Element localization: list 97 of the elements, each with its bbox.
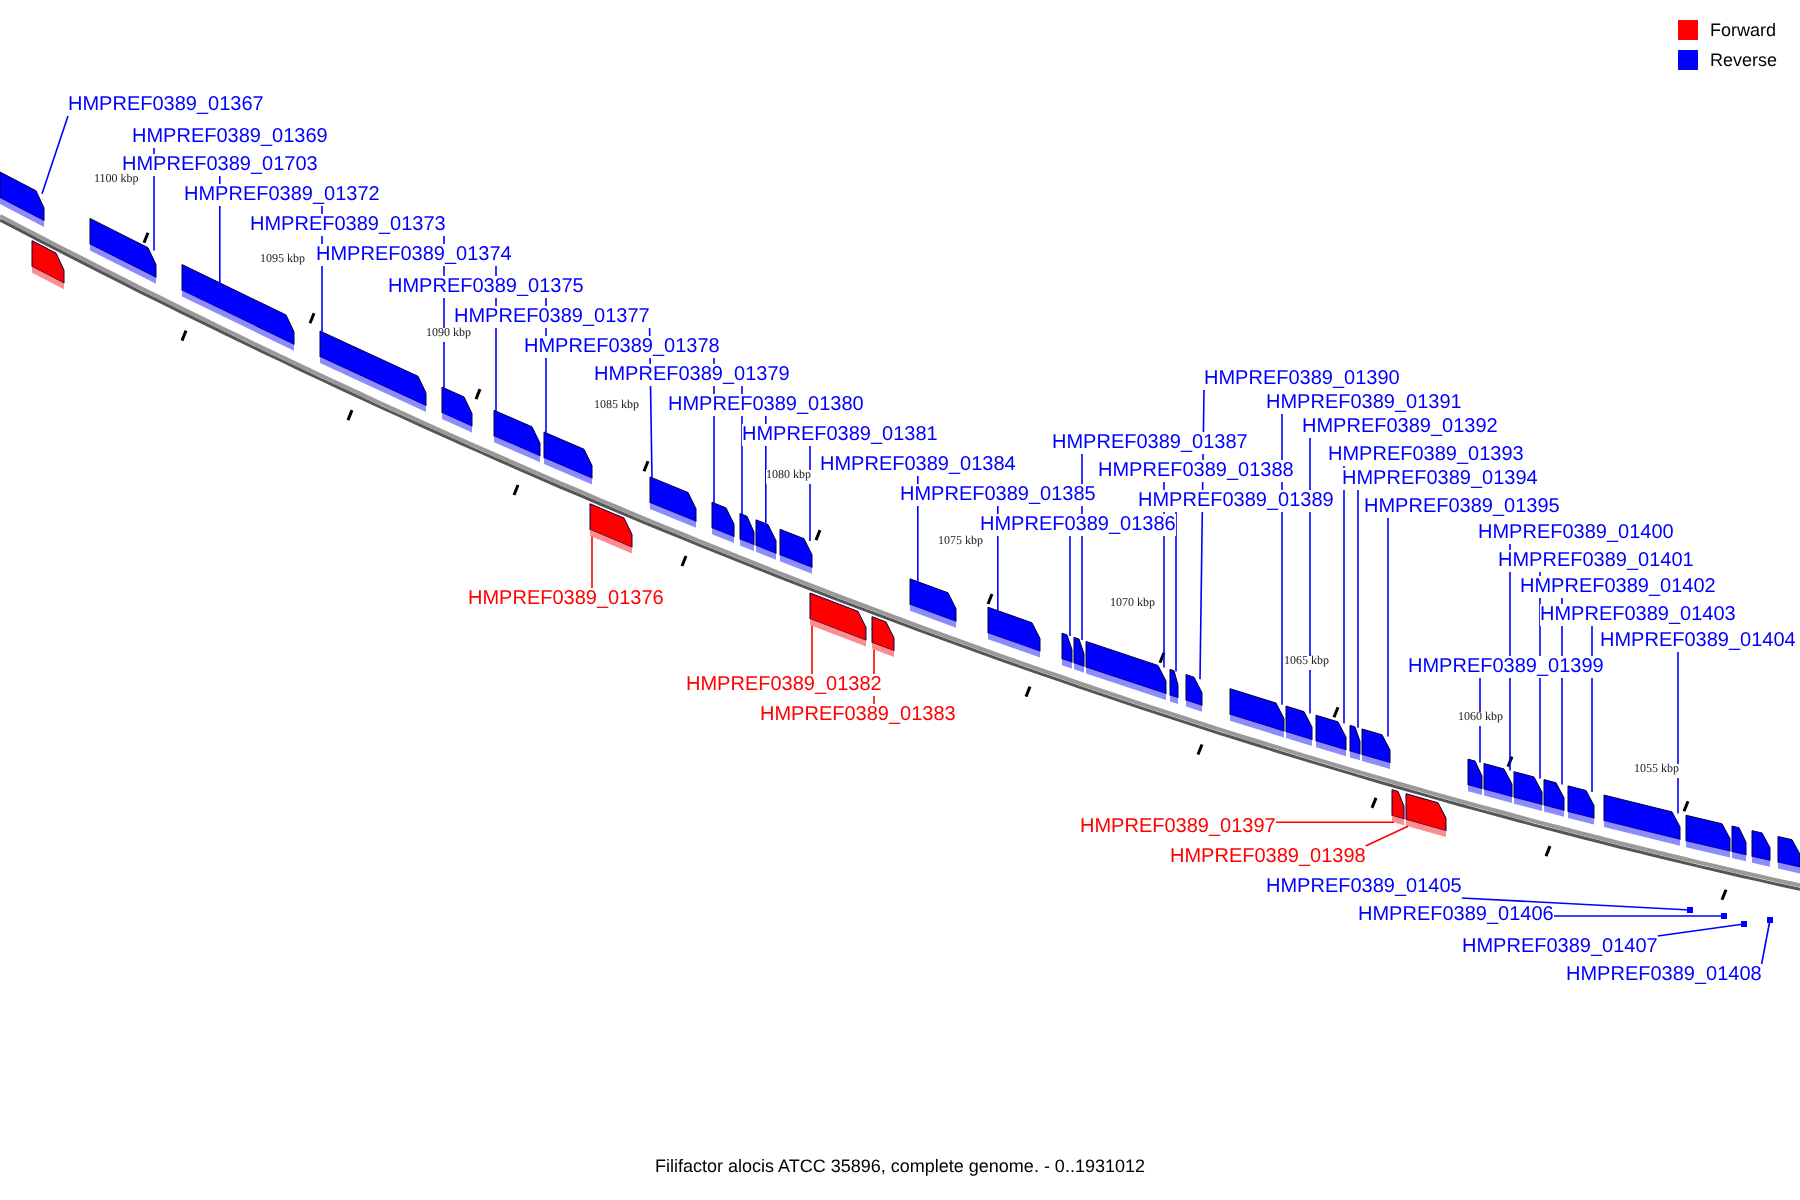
- gene-label: HMPREF0389_01369: [132, 126, 328, 148]
- gene-bar: [871, 616, 895, 657]
- gene-bar: [1777, 836, 1800, 874]
- gene-bar: [0, 171, 45, 227]
- leader-line: [1357, 489, 1359, 729]
- gene-bar: [711, 501, 735, 544]
- gene-bar: [1751, 830, 1771, 867]
- gene-label: HMPREF0389_01404: [1600, 630, 1796, 652]
- gene-label: HMPREF0389_01388: [1098, 460, 1294, 482]
- gene-label: HMPREF0389_01403: [1540, 604, 1736, 626]
- gene-label: HMPREF0389_01406: [1358, 904, 1554, 926]
- leader-line: [1274, 821, 1395, 823]
- gene-label: HMPREF0389_01386: [980, 514, 1176, 536]
- gene-label: HMPREF0389_01382: [686, 674, 882, 696]
- gene-label: HMPREF0389_01389: [1138, 490, 1334, 512]
- gene-bar: [1731, 825, 1747, 862]
- gene-label: HMPREF0389_01390: [1204, 368, 1400, 390]
- gene-label: HMPREF0389_01378: [524, 336, 720, 358]
- leader-line: [1677, 651, 1679, 815]
- gene-bar: [1061, 632, 1073, 669]
- gene-bar: [809, 592, 867, 647]
- gene-bar: [441, 386, 473, 433]
- gene-label: HMPREF0389_01376: [468, 588, 664, 610]
- gene-bar: [1391, 789, 1405, 826]
- gene-label: HMPREF0389_01385: [900, 484, 1096, 506]
- gene-label: HMPREF0389_01703: [122, 154, 318, 176]
- gene-label: HMPREF0389_01381: [742, 424, 938, 446]
- gene-mark: [1687, 907, 1693, 913]
- gene-label: HMPREF0389_01387: [1052, 432, 1248, 454]
- gene-label: HMPREF0389_01372: [184, 184, 380, 206]
- leader-line: [1069, 535, 1071, 637]
- leader-line: [1552, 915, 1725, 917]
- gene-bar: [755, 519, 777, 560]
- legend-label: Reverse: [1710, 50, 1778, 70]
- gene-label: HMPREF0389_01398: [1170, 846, 1366, 868]
- gene-bar: [779, 528, 813, 574]
- gene-mark: [1741, 921, 1747, 927]
- gene-label: HMPREF0389_01405: [1266, 876, 1462, 898]
- gene-bar: [1567, 785, 1595, 825]
- gene-bar: [543, 431, 593, 485]
- gene-bar: [31, 240, 65, 290]
- gene-label: HMPREF0389_01395: [1364, 496, 1560, 518]
- leader-line: [1760, 919, 1771, 965]
- gene-bar: [1349, 724, 1361, 761]
- gene-label: HMPREF0389_01383: [760, 704, 956, 726]
- leader-line: [1656, 923, 1745, 937]
- gene-label: HMPREF0389_01393: [1328, 444, 1524, 466]
- gene-bar: [493, 409, 541, 463]
- gene-label: HMPREF0389_01402: [1520, 576, 1716, 598]
- gene-label: HMPREF0389_01394: [1342, 468, 1538, 490]
- leader-line: [1364, 825, 1409, 847]
- leader-line: [1460, 897, 1691, 911]
- gene-bar: [89, 218, 157, 284]
- gene-bar: [739, 513, 755, 552]
- leader-line: [1309, 437, 1311, 715]
- gene-bar: [1467, 758, 1483, 795]
- gene-bar: [1185, 674, 1203, 712]
- gene-bar: [181, 264, 295, 351]
- gene-bar: [319, 330, 427, 412]
- gene-bar: [987, 606, 1041, 658]
- gene-label: HMPREF0389_01399: [1408, 656, 1604, 678]
- gene-label: HMPREF0389_01377: [454, 306, 650, 328]
- gene-bar: [909, 578, 957, 628]
- gene-label: HMPREF0389_01380: [668, 394, 864, 416]
- gene-bar: [1285, 705, 1313, 747]
- leader-line: [1343, 465, 1345, 725]
- gene-label: HMPREF0389_01392: [1302, 416, 1498, 438]
- leader-line: [809, 445, 811, 542]
- gene-mark: [1721, 913, 1727, 919]
- caption: Filifactor alocis ATCC 35896, complete genome. - 0..1931012: [655, 1156, 1145, 1178]
- leader-line: [811, 625, 813, 675]
- gene-label: HMPREF0389_01407: [1462, 936, 1658, 958]
- gene-bar: [1169, 668, 1179, 704]
- gene-label: HMPREF0389_01391: [1266, 392, 1462, 414]
- gene-label: HMPREF0389_01401: [1498, 550, 1694, 572]
- gene-label: HMPREF0389_01379: [594, 364, 790, 386]
- leader-line: [1387, 517, 1389, 738]
- leader-line: [1175, 511, 1177, 673]
- leader-line: [1479, 677, 1481, 764]
- gene-bar: [649, 476, 697, 528]
- gene-bar: [1513, 771, 1543, 812]
- gene-bar: [1543, 779, 1565, 817]
- gene-bar: [1073, 636, 1085, 673]
- gene-bar: [589, 503, 633, 554]
- gene-label: HMPREF0389_01367: [68, 94, 264, 116]
- leader-line: [591, 535, 593, 589]
- gene-mark: [1767, 917, 1773, 923]
- gene-label: HMPREF0389_01373: [250, 214, 446, 236]
- gene-label: HMPREF0389_01400: [1478, 522, 1674, 544]
- gene-label: HMPREF0389_01384: [820, 454, 1016, 476]
- gene-label: HMPREF0389_01397: [1080, 816, 1276, 838]
- gene-label: HMPREF0389_01375: [388, 276, 584, 298]
- gene-bar: [1603, 794, 1681, 846]
- leader-line: [41, 115, 69, 195]
- gene-label: HMPREF0389_01374: [316, 244, 512, 266]
- gene-label: HMPREF0389_01408: [1566, 964, 1762, 986]
- legend-label: Forward: [1710, 20, 1777, 40]
